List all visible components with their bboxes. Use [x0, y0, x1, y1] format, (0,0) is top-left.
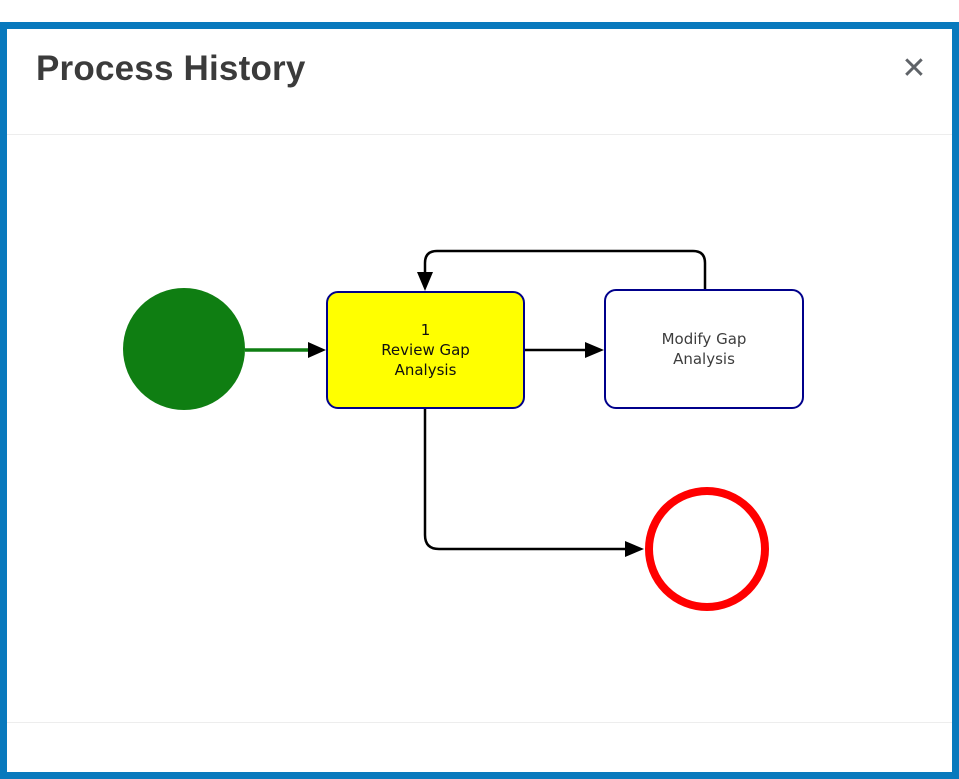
edge-modify-to-review-loop: [423, 249, 707, 289]
diagram-canvas: [123, 249, 769, 611]
end-event-node: [645, 487, 769, 611]
task-node-review-gap-analysis: 1 Review Gap Analysis: [326, 291, 525, 409]
arrowhead-modify-to-review: [417, 272, 433, 291]
arrowhead-start-to-review: [308, 342, 326, 358]
modal-footer: [7, 722, 952, 772]
start-event-node: [123, 288, 245, 410]
process-flow-diagram: 1 Review Gap Analysis Modify Gap Analysi…: [7, 135, 952, 723]
edge-review-to-end: [423, 409, 626, 551]
modal-header: Process History ✕: [7, 29, 952, 135]
close-icon[interactable]: ✕: [892, 47, 936, 91]
arrowhead-review-to-end: [625, 541, 644, 557]
task-node-modify-gap-analysis: Modify Gap Analysis: [604, 289, 804, 409]
arrowhead-review-to-modify: [585, 342, 604, 358]
process-history-modal: Process History ✕: [0, 22, 959, 779]
modal-title: Process History: [36, 49, 306, 88]
